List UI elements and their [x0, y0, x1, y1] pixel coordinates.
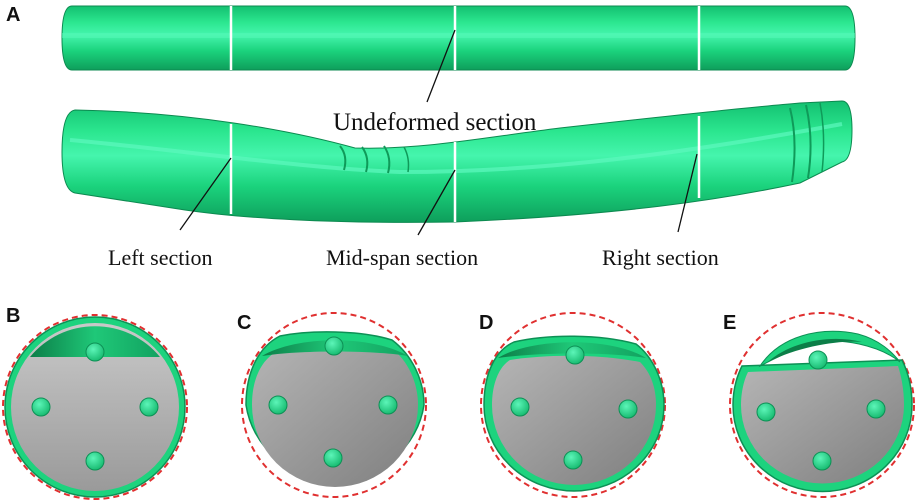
- bar-right-c: [378, 395, 398, 415]
- bar-bottom-e: [812, 451, 832, 471]
- panel-b: B: [2, 305, 188, 500]
- panel-a: A Un: [6, 4, 856, 270]
- undeformed-pipe: [61, 5, 856, 71]
- bar-top-c: [324, 336, 344, 356]
- bar-top-b: [85, 342, 105, 362]
- label-undeformed-section: Undeformed section: [333, 109, 537, 136]
- bar-right-e: [866, 399, 886, 419]
- label-mid-span-section: Mid-span section: [326, 245, 478, 270]
- panel-letter-c: C: [237, 312, 251, 334]
- bar-bottom-d: [563, 450, 583, 470]
- bar-bottom-b: [85, 451, 105, 471]
- dashed-outline-e: [729, 312, 915, 498]
- bar-left-e: [756, 402, 776, 422]
- bar-right-b: [139, 397, 159, 417]
- panel-letter-b: B: [6, 305, 20, 327]
- bar-right-d: [618, 399, 638, 419]
- leader-undeformed: [426, 29, 456, 103]
- dashed-outline-d: [480, 312, 666, 498]
- dashed-outline-c: [241, 312, 427, 498]
- panel-d: D: [479, 312, 666, 498]
- label-left-section: Left section: [108, 245, 212, 270]
- leader-right: [677, 153, 698, 233]
- panel-letter-d: D: [479, 312, 493, 334]
- dashed-outline-b: [2, 314, 188, 500]
- panel-e: E: [723, 312, 915, 498]
- bar-left-b: [31, 397, 51, 417]
- panel-letter-e: E: [723, 312, 736, 334]
- leader-mid: [417, 169, 456, 236]
- bar-left-d: [510, 397, 530, 417]
- leader-left: [179, 157, 232, 231]
- label-right-section: Right section: [602, 245, 719, 270]
- deformed-pipe: [61, 100, 853, 223]
- bar-bottom-c: [323, 448, 343, 468]
- bar-top-d: [565, 345, 585, 365]
- panel-c: C: [237, 312, 427, 498]
- panel-letter-a: A: [6, 4, 20, 26]
- bar-left-c: [268, 395, 288, 415]
- bar-top-e: [808, 350, 828, 370]
